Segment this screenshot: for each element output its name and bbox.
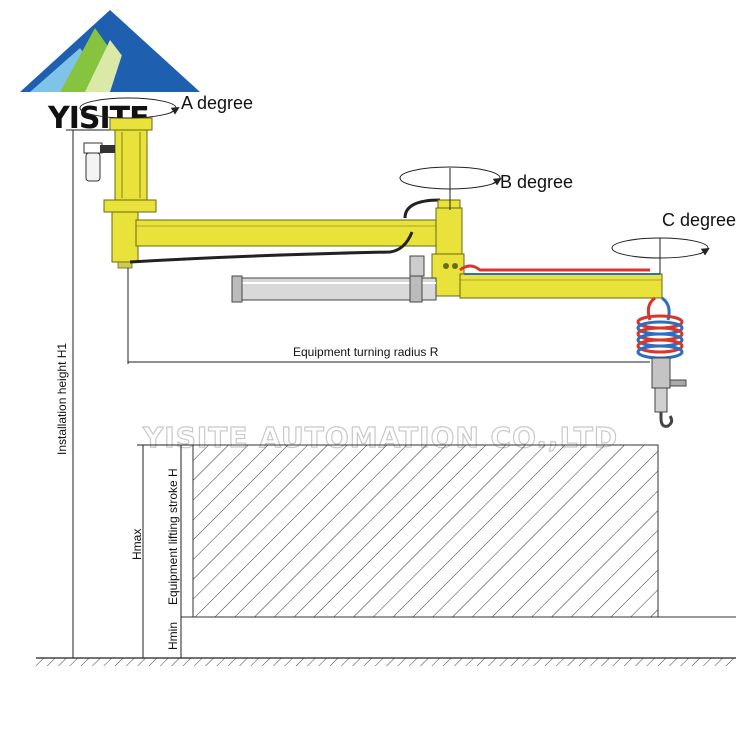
work-area xyxy=(181,444,736,618)
ground xyxy=(36,657,736,666)
a-degree-rotation-indicator: A degree xyxy=(79,93,253,119)
b-degree-label: B degree xyxy=(500,172,573,192)
pneumatic-cylinder xyxy=(231,255,437,303)
column-post xyxy=(83,117,157,269)
turning-radius-label: Equipment turning radius R xyxy=(293,345,439,359)
hmin-label: Hmin xyxy=(166,622,180,650)
installation-height-label: Installation height H1 xyxy=(55,343,69,455)
b-degree-rotation-indicator: B degree xyxy=(399,166,573,210)
forearm xyxy=(459,264,663,299)
a-degree-label: A degree xyxy=(181,93,253,113)
installation-height-dimension: Installation height H1 xyxy=(55,129,110,658)
c-degree-label: C degree xyxy=(662,210,736,230)
elbow-joint xyxy=(431,199,465,297)
height-dimensions: Hmax Equipment lifting stroke H Hmin xyxy=(130,444,193,658)
company-logo: YISITE xyxy=(20,10,200,136)
turning-radius-dimension: Equipment turning radius R xyxy=(127,268,650,364)
lifting-stroke-label: Equipment lifting stroke H xyxy=(166,468,180,605)
main-arm xyxy=(129,198,442,264)
hmax-label: Hmax xyxy=(130,529,144,560)
hoist-hook-assembly xyxy=(636,296,687,428)
c-degree-rotation-indicator: C degree xyxy=(611,210,736,274)
